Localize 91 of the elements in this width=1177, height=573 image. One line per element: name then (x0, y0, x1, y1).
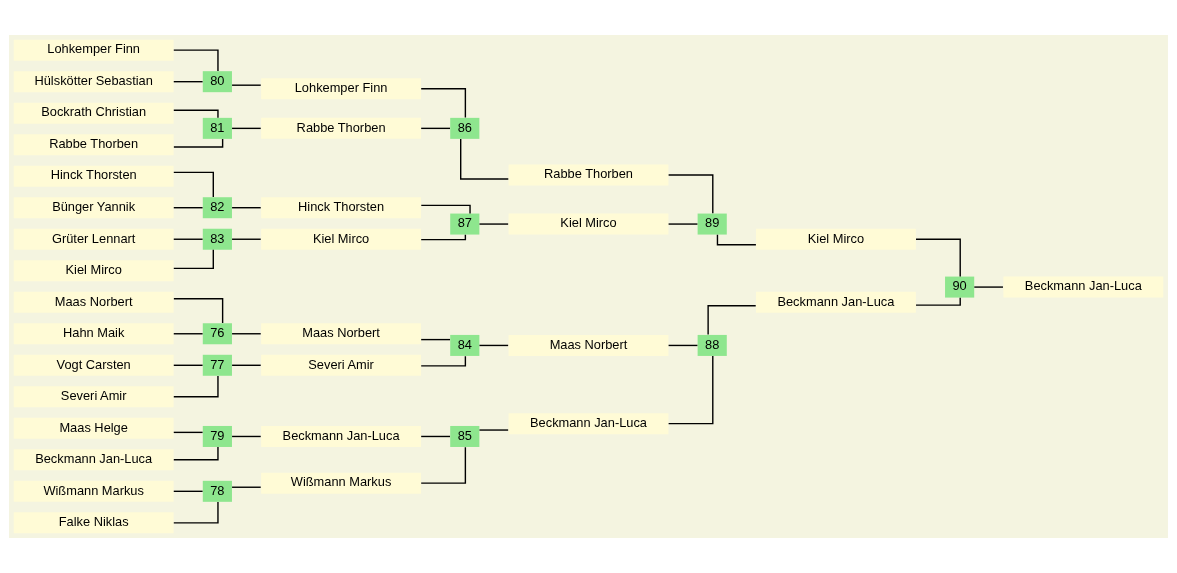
node-box: 90 (945, 276, 975, 298)
connector (915, 297, 961, 306)
connector (173, 333, 204, 335)
connector (420, 338, 451, 341)
node-box: 85 (450, 425, 480, 447)
node-box: Wißmann Markus (261, 472, 422, 494)
connector (231, 333, 262, 335)
node-box: Maas Norbert (261, 323, 422, 345)
node-box: 78 (202, 480, 232, 502)
connector (173, 364, 204, 366)
node-box: Severi Amir (13, 386, 174, 408)
node-box: Beckmann Jan-Luca (755, 291, 916, 313)
node-box: Beckmann Jan-Luca (261, 425, 422, 447)
node-box: 79 (202, 425, 232, 447)
node-box: 88 (697, 334, 727, 356)
node-box: Beckmann Jan-Luca (13, 449, 174, 471)
node-box: 84 (450, 334, 480, 356)
node-box: 86 (450, 117, 480, 139)
node-box: Kiel Mirco (261, 228, 422, 250)
node-box: Beckmann Jan-Luca (508, 413, 669, 435)
node-box: Grüter Lennart (13, 228, 174, 250)
node-box: Hinck Thorsten (13, 165, 174, 187)
connector (173, 298, 224, 324)
connector (667, 344, 699, 347)
connector (173, 501, 219, 524)
connector (231, 127, 262, 130)
node-box: Bünger Yannik (13, 197, 174, 219)
connector (667, 174, 714, 214)
connector (478, 429, 509, 431)
connector (667, 223, 699, 225)
node-box: 81 (202, 117, 232, 139)
connector (173, 171, 214, 198)
connector (420, 127, 451, 130)
connector (420, 234, 467, 241)
connector (173, 109, 219, 119)
node-box: Hülskötter Sebastian (13, 71, 174, 93)
node-box: 77 (202, 354, 232, 376)
node-box: Rabbe Thorben (508, 164, 669, 186)
node-box: Hahn Maik (13, 323, 174, 345)
connector (173, 490, 204, 492)
connector (420, 355, 467, 367)
node-box: Maas Norbert (508, 334, 669, 356)
connector (420, 435, 451, 438)
node-box: 83 (202, 228, 232, 250)
connector (915, 238, 961, 278)
connector (173, 431, 204, 434)
connector (173, 138, 224, 148)
node-box: Rabbe Thorben (13, 134, 174, 156)
connector (173, 207, 204, 209)
node-box: 82 (202, 197, 232, 219)
connector (973, 286, 1004, 288)
connector (667, 355, 714, 425)
node-box: 80 (202, 71, 232, 93)
connector (231, 207, 262, 209)
node-box: Vogt Carsten (13, 354, 174, 376)
connector (707, 305, 757, 336)
node-box: Beckmann Jan-Luca (1003, 276, 1164, 298)
node-box: Lohkemper Finn (261, 78, 422, 100)
node-box: 87 (450, 213, 480, 235)
connector (420, 88, 467, 119)
connector (173, 375, 219, 398)
node-box: 89 (697, 213, 727, 235)
connector (478, 223, 509, 225)
node-box: Kiel Mirco (13, 260, 174, 282)
connector (420, 446, 467, 484)
node-box: 76 (202, 323, 232, 345)
node-box: Maas Helge (13, 417, 174, 439)
node-box: Kiel Mirco (755, 228, 916, 250)
node-box: Rabbe Thorben (261, 117, 422, 139)
connector (173, 49, 219, 72)
connector (173, 249, 214, 270)
connector (231, 238, 262, 240)
connector (231, 364, 262, 366)
node-box: Wißmann Markus (13, 480, 174, 502)
node-box: Bockrath Christian (13, 102, 174, 124)
node-box: Severi Amir (261, 354, 422, 376)
connector (231, 84, 262, 86)
connector (478, 344, 509, 347)
connector (716, 234, 757, 246)
connector (173, 446, 219, 461)
connector (420, 204, 471, 215)
node-box: Falke Niklas (13, 512, 174, 534)
node-box: Lohkemper Finn (13, 39, 174, 61)
connector (173, 81, 204, 83)
connector (231, 486, 262, 488)
connector (173, 238, 204, 240)
node-box: Hinck Thorsten (261, 197, 422, 219)
node-box: Kiel Mirco (508, 213, 669, 235)
connector (460, 138, 509, 180)
connector (231, 435, 262, 438)
node-box: Maas Norbert (13, 291, 174, 313)
